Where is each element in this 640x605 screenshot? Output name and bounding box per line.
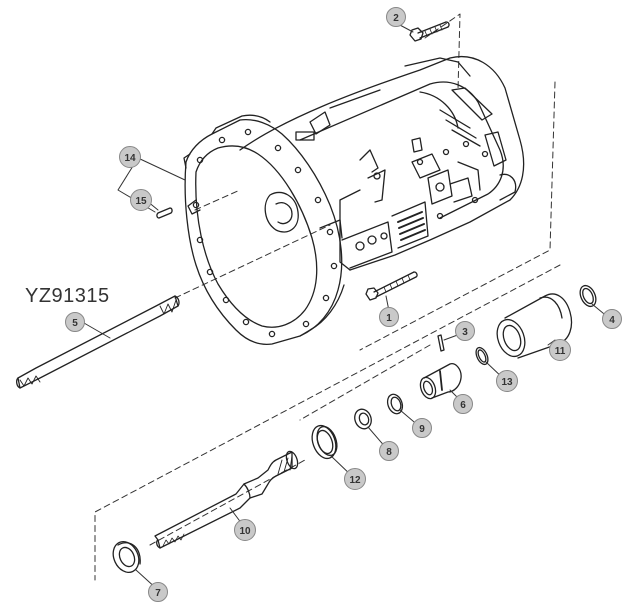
callout-9: 9: [412, 418, 432, 438]
figure-id-label: YZ91315: [25, 285, 110, 307]
callout-2: 2: [386, 7, 406, 27]
circlip: [475, 346, 489, 366]
oil-seal-large: [311, 424, 338, 460]
callout-6: 6: [453, 394, 473, 414]
roll-pin: [437, 334, 445, 352]
long-shaft: [16, 295, 180, 389]
transmission-case: [239, 56, 525, 271]
svg-text:7: 7: [155, 588, 161, 599]
svg-text:3: 3: [462, 327, 468, 338]
svg-text:8: 8: [386, 447, 392, 458]
callout-15: 15: [130, 189, 152, 211]
svg-text:1: 1: [386, 313, 392, 324]
callout-14: 14: [119, 146, 141, 168]
svg-text:11: 11: [555, 346, 566, 357]
svg-text:15: 15: [135, 196, 147, 207]
retaining-ring: [386, 393, 404, 415]
callout-13: 13: [496, 370, 518, 392]
callout-8: 8: [379, 441, 399, 461]
leader-lines: [83, 23, 610, 591]
bolt-top: [409, 21, 450, 42]
snap-ring-small: [579, 284, 597, 308]
svg-text:5: 5: [72, 318, 78, 329]
callout-4: 4: [602, 309, 622, 329]
svg-text:14: 14: [124, 153, 136, 164]
callout-5: 5: [65, 312, 85, 332]
callout-11: 11: [549, 339, 571, 361]
svg-text:9: 9: [419, 424, 425, 435]
svg-text:6: 6: [460, 400, 466, 411]
dowel-pin: [156, 207, 173, 219]
callout-7: 7: [148, 582, 168, 602]
callout-1: 1: [379, 307, 399, 327]
callout-bubbles: 2 14 15 1 5 3 4 11 13 6 9 8 12 10 7: [65, 7, 622, 602]
svg-text:4: 4: [609, 315, 615, 326]
callout-12: 12: [344, 468, 366, 490]
oil-seal-small: [112, 540, 141, 574]
svg-text:2: 2: [393, 13, 399, 24]
svg-text:13: 13: [501, 377, 513, 388]
callout-3: 3: [455, 321, 475, 341]
svg-text:12: 12: [349, 475, 361, 486]
dashed-assembly-lines: [94, 13, 561, 581]
callout-10: 10: [234, 519, 256, 541]
bolt-lower: [365, 271, 418, 301]
washer: [354, 408, 372, 430]
input-shaft: [154, 450, 299, 549]
bell-housing: [183, 114, 345, 346]
svg-text:10: 10: [239, 526, 251, 537]
